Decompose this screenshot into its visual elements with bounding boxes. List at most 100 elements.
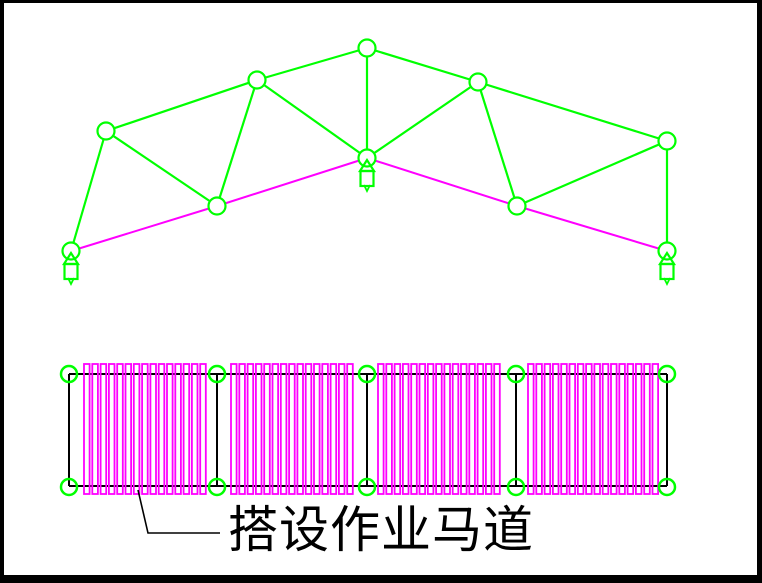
walkway-plank: [493, 363, 501, 495]
walkway-plank: [468, 363, 476, 495]
walkway-plank: [238, 363, 246, 495]
walkway-plank: [435, 363, 443, 495]
walkway-joint-node: [207, 364, 227, 384]
walkway-plank: [99, 363, 108, 495]
walkway-plank: [124, 363, 132, 495]
truss-bottom-chord: [216, 157, 368, 207]
walkway-plank: [401, 363, 410, 495]
walkway-plank: [83, 363, 91, 495]
walkway-plank: [288, 363, 296, 495]
label-leader-line: [137, 489, 220, 534]
walkway-plank: [527, 363, 535, 495]
truss-bottom-chord: [516, 205, 668, 252]
truss-node-mid-right: [507, 196, 527, 216]
walkway-plank: [460, 363, 468, 495]
walkway-plank: [313, 363, 321, 495]
walkway-plank: [635, 363, 643, 495]
truss-bottom-chord: [70, 205, 218, 252]
walkway-plank: [610, 363, 618, 495]
walkway-plank: [585, 363, 593, 495]
walkway-plank: [108, 363, 116, 495]
truss-node-upper-right: [468, 72, 488, 92]
truss-member: [477, 80, 668, 143]
walkway-plank: [263, 363, 271, 495]
walkway-plank: [246, 363, 255, 495]
truss-member: [256, 79, 368, 159]
walkway-plank: [149, 363, 157, 495]
walkway-plank: [174, 363, 182, 495]
walkway-plank: [651, 363, 659, 495]
walkway-plank: [385, 363, 393, 495]
walkway-plank: [643, 363, 651, 495]
walkway-plank: [626, 363, 635, 495]
support-base-icon: [63, 262, 79, 281]
border-right: [757, 0, 762, 583]
walkway-plank: [279, 363, 288, 495]
walkway-plank: [304, 363, 313, 495]
walkway-plank: [593, 363, 601, 495]
walkway-plank: [199, 363, 207, 495]
truss-member: [215, 79, 259, 207]
border-bottom: [0, 575, 762, 583]
walkway-plank: [271, 363, 279, 495]
support-arrow-icon: [363, 184, 371, 194]
truss-node-mid-left: [207, 196, 227, 216]
walkway-plank: [576, 363, 585, 495]
truss-member: [69, 130, 108, 252]
walkway-joint-node: [506, 477, 526, 497]
walkway-plank: [141, 363, 149, 495]
walkway-plank: [132, 363, 141, 495]
walkway-plank: [321, 363, 329, 495]
truss-node-far-right: [657, 131, 677, 151]
walkway-plank: [601, 363, 610, 495]
walkway-plank: [166, 363, 174, 495]
walkway-plank: [535, 363, 543, 495]
walkway-plank: [190, 363, 199, 495]
walkway-plank: [91, 363, 99, 495]
walkway-plank: [157, 363, 166, 495]
truss-node-far-left: [96, 121, 116, 141]
truss-member: [105, 78, 258, 133]
walkway-joint-node: [207, 477, 227, 497]
truss-bottom-chord: [366, 157, 518, 207]
truss-member: [476, 81, 519, 207]
walkway-joint-node: [657, 477, 677, 497]
walkway-joint-node: [357, 477, 377, 497]
walkway-plank: [230, 363, 238, 495]
truss-member: [256, 46, 368, 82]
walkway-joint-node: [657, 364, 677, 384]
support-arrow-icon: [663, 277, 671, 287]
walkway-plank: [377, 363, 385, 495]
walkway-plank: [451, 363, 460, 495]
walkway-plank: [296, 363, 304, 495]
walkway-plank: [337, 363, 346, 495]
walkway-plank: [484, 363, 493, 495]
walkway-plank: [560, 363, 568, 495]
walkway-plank: [393, 363, 402, 495]
walkway-joint-node: [59, 477, 79, 497]
support-arrow-icon: [67, 277, 75, 287]
truss-node-apex: [357, 38, 377, 58]
walkway-plank: [426, 363, 435, 495]
truss-member: [366, 46, 479, 84]
border-left: [0, 0, 4, 583]
truss-node-upper-left: [247, 70, 267, 90]
truss-member: [105, 130, 218, 207]
truss-member: [516, 139, 668, 208]
walkway-plank: [568, 363, 576, 495]
walkway-plank: [182, 363, 191, 495]
walkway-plank: [329, 363, 338, 495]
truss-member: [366, 81, 479, 159]
walkway-plank: [543, 363, 552, 495]
walkway-plank: [410, 363, 418, 495]
walkway-joint-node: [59, 364, 79, 384]
walkway-joint-node: [506, 364, 526, 384]
walkway-plank: [116, 363, 124, 495]
walkway-plank: [476, 363, 485, 495]
walkway-plank: [443, 363, 451, 495]
walkway-plank: [552, 363, 560, 495]
walkway-plank: [618, 363, 626, 495]
support-base-icon: [659, 262, 675, 281]
walkway-label: 搭设作业马道: [228, 502, 534, 558]
